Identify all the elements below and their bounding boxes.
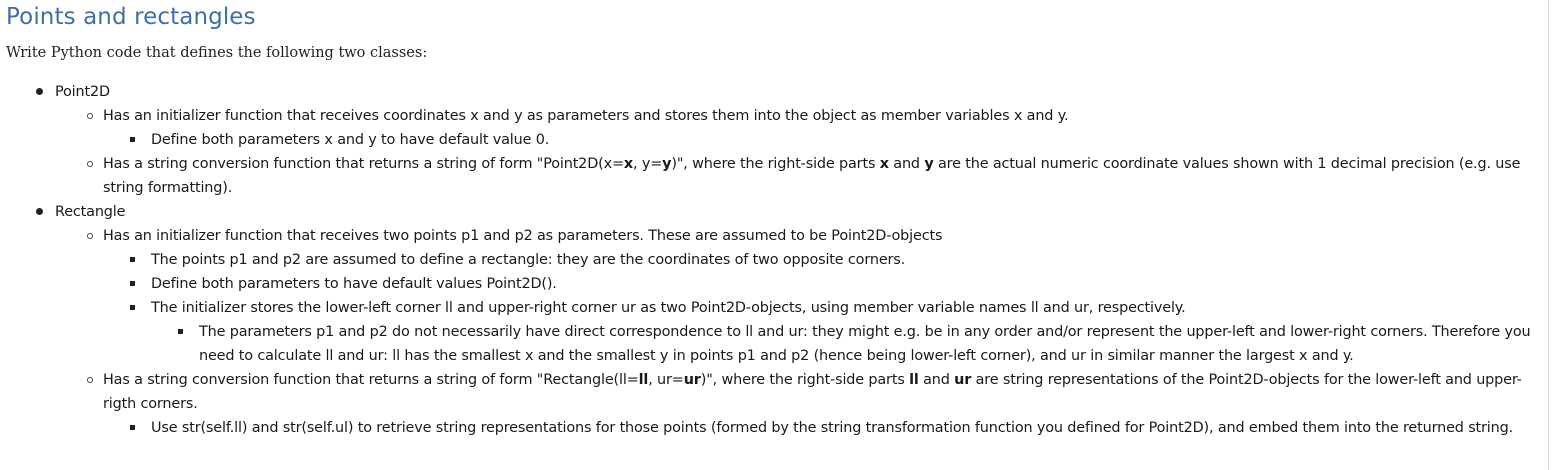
bullet-square: [178, 329, 183, 334]
bullet-circle: [87, 161, 93, 167]
list-item-rect-calc: The parameters p1 and p2 do not necessar…: [199, 324, 1531, 364]
bullet-square: [130, 257, 135, 262]
bullet-square: [130, 305, 135, 310]
bullet-disc: [36, 88, 43, 95]
list-item-point-init: Has an initializer function that receive…: [103, 108, 1069, 124]
intro-text: Write Python code that defines the follo…: [6, 45, 428, 61]
bullet-square: [130, 281, 135, 286]
list-item-rect-corners: The points p1 and p2 are assumed to defi…: [151, 252, 906, 268]
list-item-rect-init: Has an initializer function that receive…: [103, 228, 943, 244]
list-item-rect-store: The initializer stores the lower-left co…: [151, 300, 1186, 316]
bullet-square: [130, 425, 135, 430]
bullet-circle: [87, 233, 93, 239]
list-item-rect-str-usage: Use str(self.ll) and str(self.ul) to ret…: [151, 420, 1514, 436]
list-item-rect-default: Define both parameters to have default v…: [151, 276, 557, 292]
page-title: Points and rectangles: [6, 4, 256, 30]
list-item-point-str: Has a string conversion function that re…: [103, 156, 1521, 196]
bullet-disc: [36, 208, 43, 215]
list-item-point2d: Point2D: [55, 84, 110, 100]
list-item-point-default: Define both parameters x and y to have d…: [151, 132, 550, 148]
list-item-rectangle: Rectangle: [55, 204, 126, 220]
bullet-square: [130, 137, 135, 142]
list-item-rect-str: Has a string conversion function that re…: [103, 372, 1522, 412]
bullet-circle: [87, 377, 93, 383]
bullet-circle: [87, 113, 93, 119]
